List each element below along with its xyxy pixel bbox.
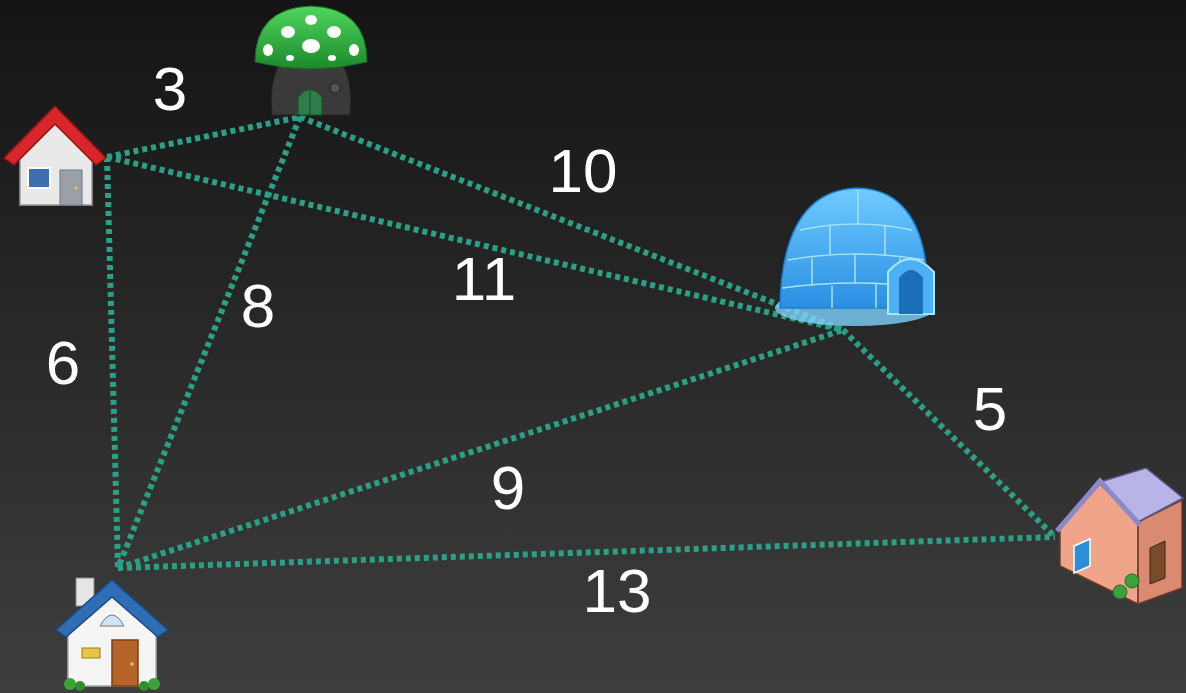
edge-weight: 5 <box>973 378 1007 440</box>
mushroom-house-icon <box>255 6 367 115</box>
igloo-icon <box>775 188 935 326</box>
edge-weight: 13 <box>583 560 652 622</box>
weighted-edge <box>107 157 118 568</box>
edge-weight: 9 <box>491 457 525 519</box>
graph-node <box>54 574 172 692</box>
edge-weight: 6 <box>46 332 80 394</box>
blue-house-icon <box>56 578 168 691</box>
red-house-icon <box>4 106 106 205</box>
edge-weight: 8 <box>241 275 275 337</box>
weighted-edge <box>118 330 843 568</box>
weighted-edge <box>107 117 300 157</box>
weighted-edge <box>843 330 1055 537</box>
graph-node <box>254 4 368 118</box>
pink-house-icon <box>1057 468 1183 604</box>
edge-weight: 11 <box>452 248 516 310</box>
edge-weight: 10 <box>549 140 618 202</box>
weighted-edge <box>107 157 843 330</box>
graph-node <box>1054 466 1183 608</box>
weighted-edge <box>300 117 843 330</box>
edge-weight: 3 <box>153 58 187 120</box>
weighted-edge <box>118 117 300 568</box>
graph-node <box>776 184 938 329</box>
graph-node <box>8 105 106 207</box>
